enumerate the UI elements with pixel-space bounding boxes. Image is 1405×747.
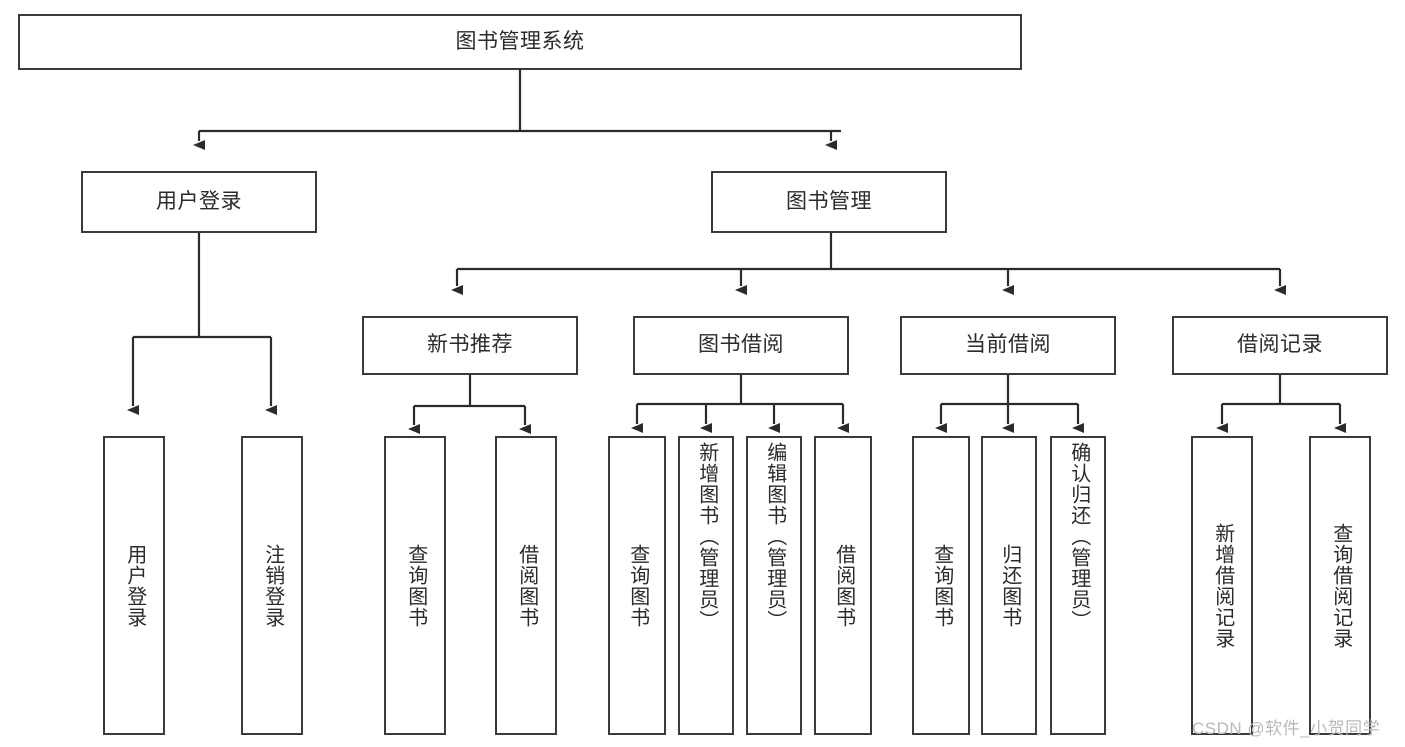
leaf-newbook-borrow-book[interactable]: 借阅图书 [495, 436, 557, 735]
leaf-bookborrow-add-book-admin[interactable]: 新增图书（管理员） [678, 436, 734, 735]
leaf-currentborrow-query-book[interactable]: 查询图书 [912, 436, 970, 735]
leaf-currentborrow-confirm-return-admin[interactable]: 确认归还（管理员） [1050, 436, 1106, 735]
leaf-currentborrow-return-book[interactable]: 归还图书 [981, 436, 1037, 735]
leaf-user-login-signout[interactable]: 注销登录 [241, 436, 303, 735]
leaf-bookborrow-borrow-book[interactable]: 借阅图书 [814, 436, 872, 735]
leaf-bookborrow-query-book[interactable]: 查询图书 [608, 436, 666, 735]
leaf-newbook-query-book[interactable]: 查询图书 [384, 436, 446, 735]
node-root-system[interactable]: 图书管理系统 [18, 14, 1022, 70]
leaf-borrowrecord-query-record[interactable]: 查询借阅记录 [1309, 436, 1371, 735]
node-book-borrow[interactable]: 图书借阅 [633, 316, 849, 375]
leaf-bookborrow-edit-book-admin[interactable]: 编辑图书（管理员） [746, 436, 802, 735]
node-user-login[interactable]: 用户登录 [81, 171, 317, 233]
csdn-watermark: CSDN @软件_小贺同学 [1192, 719, 1381, 738]
node-borrow-record[interactable]: 借阅记录 [1172, 316, 1388, 375]
node-book-management[interactable]: 图书管理 [711, 171, 947, 233]
node-current-borrow[interactable]: 当前借阅 [900, 316, 1116, 375]
leaf-user-login-signin[interactable]: 用户登录 [103, 436, 165, 735]
leaf-borrowrecord-add-record[interactable]: 新增借阅记录 [1191, 436, 1253, 735]
node-new-book-recommend[interactable]: 新书推荐 [362, 316, 578, 375]
